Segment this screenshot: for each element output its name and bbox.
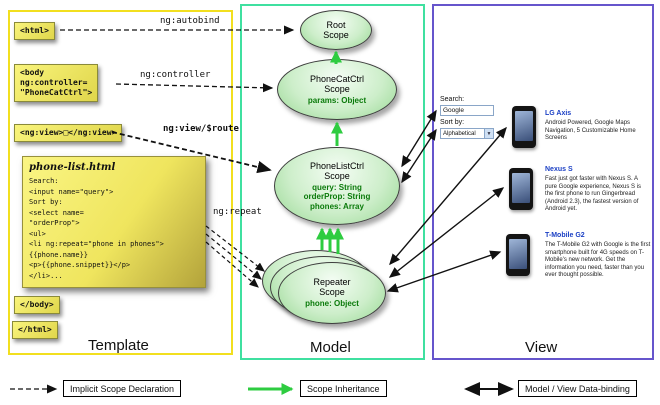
legend-model-view-binding: Model / View Data-binding: [518, 380, 637, 397]
phonelistctrl-scope-props: query: String orderProp: String phones: …: [303, 182, 371, 211]
repeater-scope-props: phone: Object: [305, 299, 359, 309]
root-scope-title: Root Scope: [323, 20, 349, 40]
root-scope-ellipse: Root Scope: [300, 10, 372, 50]
phonelistctrl-scope-ellipse: PhoneListCtrl Scope query: String orderP…: [274, 147, 400, 225]
body-close-tag-box: </body>: [14, 296, 60, 314]
template-column-frame: [8, 10, 233, 355]
sort-select[interactable]: Alphabetical ▼: [440, 128, 494, 139]
ng-repeat-label: ng:repeat: [213, 207, 262, 217]
phone-desc-tmobile-g2: The T-Mobile G2 with Google is the first…: [545, 242, 651, 278]
template-column-label: Template: [88, 337, 149, 354]
body-controller-tag-box: <body ng:controller= "PhoneCatCtrl">: [14, 64, 99, 102]
phone-link-lg-axis[interactable]: LG Axis: [545, 110, 572, 117]
phonecatctrl-scope-title: PhoneCatCtrl Scope: [309, 73, 365, 94]
search-input[interactable]: [440, 105, 494, 116]
repeater-scope-title: Repeater Scope: [313, 277, 351, 298]
sort-by-label: Sort by:: [440, 119, 465, 126]
phone-list-note-code: Search: <input name="query"> Sort by: <s…: [29, 177, 164, 280]
legend-implicit-scope-declaration: Implicit Scope Declaration: [63, 380, 182, 397]
phone-list-template-note: phone-list.html Search: <input name="que…: [22, 156, 206, 288]
phone-link-nexus-s[interactable]: Nexus S: [545, 166, 573, 173]
phone-image-tmobile-g2: [506, 234, 530, 276]
phonelistctrl-scope-title: PhoneListCtrl Scope: [309, 160, 365, 181]
phone-desc-lg-axis: Android Powered, Google Maps Navigation,…: [545, 120, 636, 141]
search-label: Search:: [440, 96, 465, 103]
ng-view-route-label: ng:view/$route: [163, 124, 239, 134]
ng-autobind-label: ng:autobind: [160, 16, 220, 26]
phone-desc-nexus-s: Fast just got faster with Nexus S. A pur…: [545, 176, 642, 212]
html-close-tag-box: </html>: [12, 321, 58, 339]
dropdown-arrow-icon: ▼: [484, 129, 493, 138]
ng-view-tag-box: <ng:view>□</ng:view>: [14, 124, 123, 142]
phone-image-lg-axis: [512, 106, 536, 148]
phone-list-note-title: phone-list.html: [29, 162, 116, 173]
phone-image-nexus-s: [509, 168, 533, 210]
html-open-tag-box: <html>: [14, 22, 55, 40]
legend-scope-inheritance: Scope Inheritance: [300, 380, 387, 397]
phonecatctrl-scope-ellipse: PhoneCatCtrl Scope params: Object: [277, 59, 397, 120]
sort-select-value: Alphabetical: [443, 130, 476, 137]
phonecatctrl-scope-props: params: Object: [307, 95, 367, 105]
model-column-label: Model: [310, 339, 351, 356]
ng-controller-label: ng:controller: [140, 70, 211, 80]
view-column-label: View: [525, 339, 558, 356]
phone-link-tmobile-g2[interactable]: T-Mobile G2: [545, 232, 585, 239]
repeater-scope-ellipse-front: Repeater Scope phone: Object: [278, 262, 386, 324]
